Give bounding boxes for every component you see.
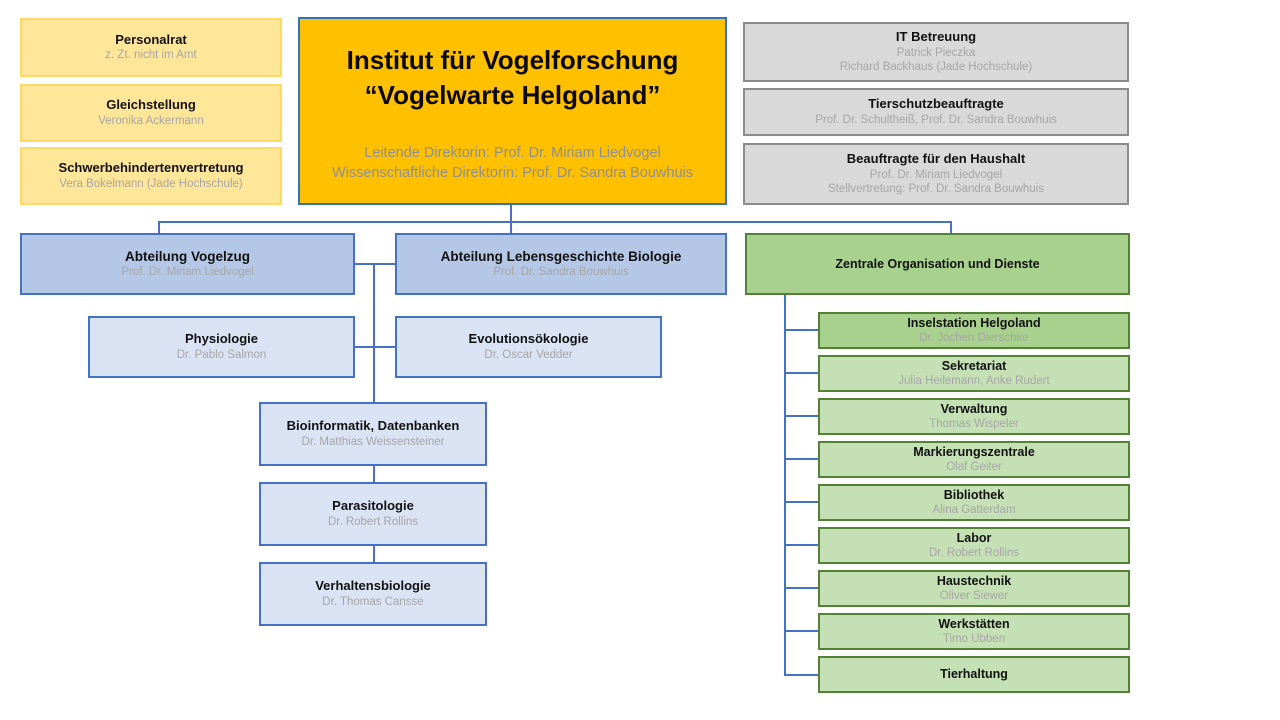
box-sekretariat: Sekretariat Julia Heilemann, Anke Rudert: [818, 355, 1130, 392]
connector-stub-haustechnik: [784, 587, 818, 589]
box-title: Bibliothek: [943, 487, 1005, 502]
box-title: Tierschutzbeauftragte: [868, 96, 1004, 112]
connector-stub-bibliothek: [784, 501, 818, 503]
box-subtitle: Richard Backhaus (Jade Hochschule): [839, 61, 1033, 74]
box-subtitle: Julia Heilemann, Anke Rudert: [898, 375, 1050, 388]
box-title: IT Betreuung: [895, 28, 977, 44]
box-title: Parasitologie: [332, 498, 414, 514]
institute-title-line2: “Vogelwarte Helgoland”: [364, 80, 661, 111]
connector-chain-2: [373, 546, 375, 562]
connector-stub-verwaltung: [784, 415, 818, 417]
box-gleichstellung: Gleichstellung Veronika Ackermann: [20, 84, 282, 142]
box-title: Sekretariat: [941, 358, 1007, 373]
box-title: Werkstätten: [938, 616, 1010, 631]
box-subtitle: Dr. Robert Rollins: [928, 547, 1020, 560]
box-verwaltung: Verwaltung Thomas Wispeler: [818, 398, 1130, 435]
box-subtitle: z. Zt. nicht im Amt: [105, 49, 197, 62]
box-subtitle: Dr. Oscar Vedder: [484, 348, 573, 361]
box-abteilung-vogelzug: Abteilung Vogelzug Prof. Dr. Miriam Lied…: [20, 233, 355, 295]
connector-drop-right: [950, 221, 952, 233]
institute-title-line1: Institut für Vogelforschung: [346, 45, 679, 75]
box-subtitle: Prof. Dr. Schultheiß, Prof. Dr. Sandra B…: [815, 113, 1057, 126]
box-subtitle: Vera Bokelmann (Jade Hochschule): [59, 177, 243, 190]
connector-units-row2: [353, 346, 397, 348]
connector-green-trunk: [784, 295, 786, 676]
box-subtitle: Dr. Robert Rollins: [327, 515, 419, 528]
box-subtitle: Dr. Matthias Weissensteiner: [301, 435, 445, 448]
box-title: Abteilung Lebensgeschichte Biologie: [440, 248, 682, 264]
box-subtitle: Prof. Dr. Miriam Liedvogel: [121, 266, 254, 279]
box-subtitle: Stellvertretung: Prof. Dr. Sandra Bouwhu…: [827, 183, 1045, 196]
box-subtitle: Dr. Jochen Dierschke: [919, 332, 1029, 345]
connector-institute-drop: [510, 205, 512, 233]
box-subtitle: Timo Ubben: [942, 633, 1006, 646]
box-title: Personalrat: [115, 31, 187, 47]
box-physiologie: Physiologie Dr. Pablo Salmon: [88, 316, 355, 378]
connector-departments: [353, 263, 397, 265]
box-labor: Labor Dr. Robert Rollins: [818, 527, 1130, 564]
box-title: Gleichstellung: [106, 97, 196, 113]
box-title: Inselstation Helgoland: [907, 315, 1041, 330]
connector-chain-1: [373, 466, 375, 482]
box-haustechnik: Haustechnik Oliver Siewer: [818, 570, 1130, 607]
box-title: Bioinformatik, Datenbanken: [286, 418, 460, 434]
box-tierhaltung: Tierhaltung: [818, 656, 1130, 693]
box-title: Physiologie: [185, 331, 258, 347]
box-title: Verhaltensbiologie: [315, 578, 431, 594]
box-bioinformatik: Bioinformatik, Datenbanken Dr. Matthias …: [259, 402, 487, 466]
box-title: Abteilung Vogelzug: [125, 248, 250, 264]
box-evolutionsoekologie: Evolutionsökologie Dr. Oscar Vedder: [395, 316, 662, 378]
box-title: Beauftragte für den Haushalt: [846, 150, 1026, 166]
box-bibliothek: Bibliothek Alina Gatterdam: [818, 484, 1130, 521]
box-schwerbehindertenvertretung: Schwerbehindertenvertretung Vera Bokelma…: [20, 147, 282, 205]
connector-drop-left: [158, 221, 160, 233]
institute-director-line1: Leitende Direktorin: Prof. Dr. Miriam Li…: [364, 145, 661, 162]
box-institut: Institut für Vogelforschung “Vogelwarte …: [298, 17, 727, 205]
box-zentrale-organisation: Zentrale Organisation und Dienste: [745, 233, 1130, 295]
box-subtitle: Prof. Dr. Sandra Bouwhuis: [493, 266, 629, 279]
box-subtitle: Thomas Wispeler: [929, 418, 1019, 431]
connector-stub-markierungszentrale: [784, 458, 818, 460]
box-abteilung-lebensgeschichte: Abteilung Lebensgeschichte Biologie Prof…: [395, 233, 727, 295]
box-personalrat: Personalrat z. Zt. nicht im Amt: [20, 18, 282, 77]
box-inselstation: Inselstation Helgoland Dr. Jochen Diersc…: [818, 312, 1130, 349]
box-subtitle: Alina Gatterdam: [932, 504, 1016, 517]
box-markierungszentrale: Markierungszentrale Olaf Geiter: [818, 441, 1130, 478]
connector-stub-werkstaetten: [784, 630, 818, 632]
connector-trunk-mid: [373, 263, 375, 402]
box-subtitle: Patrick Pieczka: [896, 46, 976, 59]
box-subtitle: Oliver Siewer: [939, 590, 1009, 603]
connector-distributor: [158, 221, 952, 223]
connector-stub-tierhaltung: [784, 674, 818, 676]
box-beauftragte-haushalt: Beauftragte für den Haushalt Prof. Dr. M…: [743, 143, 1129, 205]
box-subtitle: Prof. Dr. Miriam Liedvogel: [869, 168, 1003, 181]
box-it-betreuung: IT Betreuung Patrick Pieczka Richard Bac…: [743, 22, 1129, 82]
connector-stub-sekretariat: [784, 372, 818, 374]
box-title: Haustechnik: [936, 573, 1012, 588]
connector-stub-labor: [784, 544, 818, 546]
box-verhaltensbiologie: Verhaltensbiologie Dr. Thomas Cansse: [259, 562, 487, 626]
box-title: Zentrale Organisation und Dienste: [835, 256, 1040, 271]
box-title: Tierhaltung: [940, 667, 1008, 682]
box-title: Verwaltung: [940, 401, 1008, 416]
box-tierschutzbeauftragte: Tierschutzbeauftragte Prof. Dr. Schulthe…: [743, 88, 1129, 136]
box-parasitologie: Parasitologie Dr. Robert Rollins: [259, 482, 487, 546]
institute-director-line2: Wissenschaftliche Direktorin: Prof. Dr. …: [331, 165, 694, 182]
box-subtitle: Dr. Pablo Salmon: [176, 348, 267, 361]
box-subtitle: Veronika Ackermann: [98, 114, 204, 127]
box-title: Evolutionsökologie: [468, 331, 589, 347]
box-title: Schwerbehindertenvertretung: [58, 160, 244, 176]
connector-stub-inselstation: [784, 329, 818, 331]
box-subtitle: Dr. Thomas Cansse: [322, 595, 424, 608]
box-title: Labor: [956, 530, 992, 545]
box-werkstaetten: Werkstätten Timo Ubben: [818, 613, 1130, 650]
box-subtitle: Olaf Geiter: [946, 461, 1002, 474]
box-title: Markierungszentrale: [913, 444, 1035, 459]
